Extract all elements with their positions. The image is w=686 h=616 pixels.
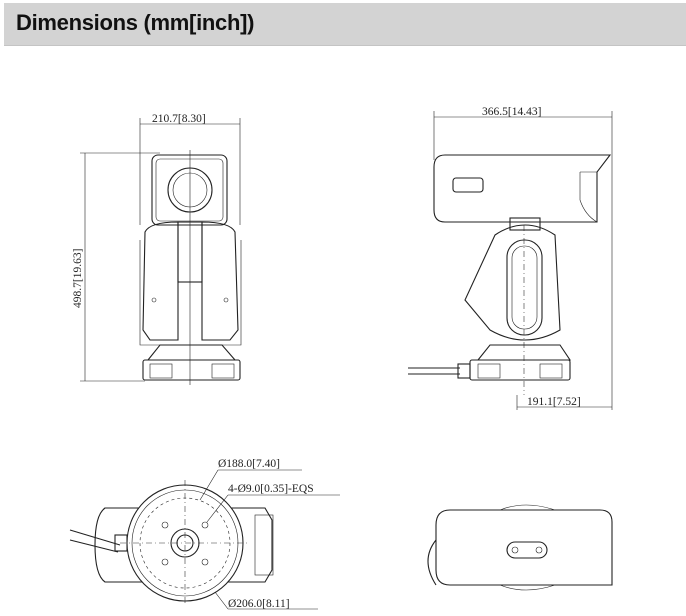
- section-header: Dimensions (mm[inch]): [4, 3, 686, 46]
- bottom-holes-label: 4-Ø9.0[0.35]-EQS: [228, 483, 314, 495]
- side-view: 366.5[14.43] 191.1[7.52]: [408, 106, 613, 410]
- front-width-label: 210.7[8.30]: [152, 113, 206, 125]
- bottom-inner-diameter-label: Ø188.0[7.40]: [218, 458, 280, 470]
- front-view: 210.7[8.30] 498.7[19.63]: [72, 113, 242, 385]
- section-title: Dimensions (mm[inch]): [16, 10, 255, 35]
- front-height-label: 498.7[19.63]: [72, 249, 84, 308]
- side-width-label: 366.5[14.43]: [482, 106, 541, 118]
- bottom-view: Ø188.0[7.40] 4-Ø9.0[0.35]-EQS Ø206.0[8.1…: [69, 458, 340, 610]
- top-view: [427, 504, 613, 591]
- side-offset-label: 191.1[7.52]: [527, 396, 581, 408]
- bottom-outer-diameter-label: Ø206.0[8.11]: [228, 598, 290, 610]
